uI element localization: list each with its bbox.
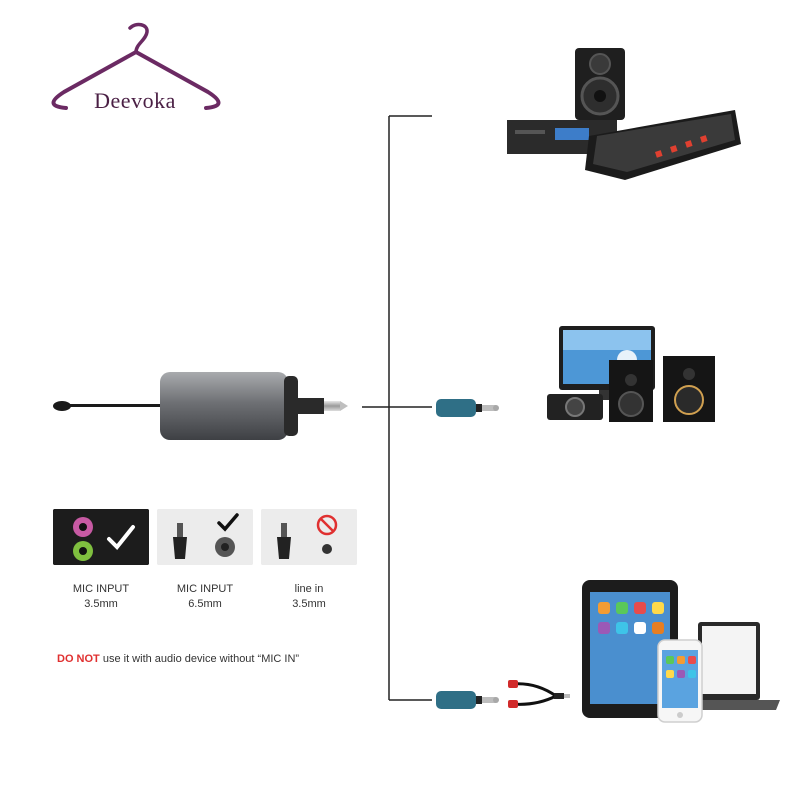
jack-plug-check-icon	[157, 509, 253, 565]
mic-jack-panel-icon	[53, 509, 149, 565]
audio-connector	[432, 396, 502, 420]
compat-label: MIC INPUT 3.5mm	[72, 583, 130, 610]
compat-label: MIC INPUT 6.5mm	[176, 583, 234, 610]
warning-note: DO NOT use it with audio device without …	[57, 653, 299, 665]
compat-label: line in 3.5mm	[292, 583, 326, 610]
compat-tile-line-in	[261, 509, 357, 565]
brand-logo	[36, 20, 236, 120]
wireless-receiver	[48, 368, 358, 444]
receiver-icon	[53, 372, 348, 440]
splitter-cable-icon	[506, 674, 572, 714]
compat-tile-mic-35	[53, 509, 149, 565]
warning-emphasis: DO NOT	[57, 653, 100, 665]
tablet-phone-laptop-icon	[580, 576, 784, 726]
no-entry-icon	[261, 509, 357, 565]
compat-tile-mic-65	[157, 509, 253, 565]
audio-connector	[432, 688, 502, 712]
hanger-icon	[51, 22, 221, 110]
computer-speakers-icon	[545, 324, 720, 424]
warning-text: use it with audio device without “MIC IN…	[99, 653, 300, 665]
speaker-mixer-icon	[505, 44, 745, 184]
brand-name: Deevoka	[94, 88, 176, 113]
